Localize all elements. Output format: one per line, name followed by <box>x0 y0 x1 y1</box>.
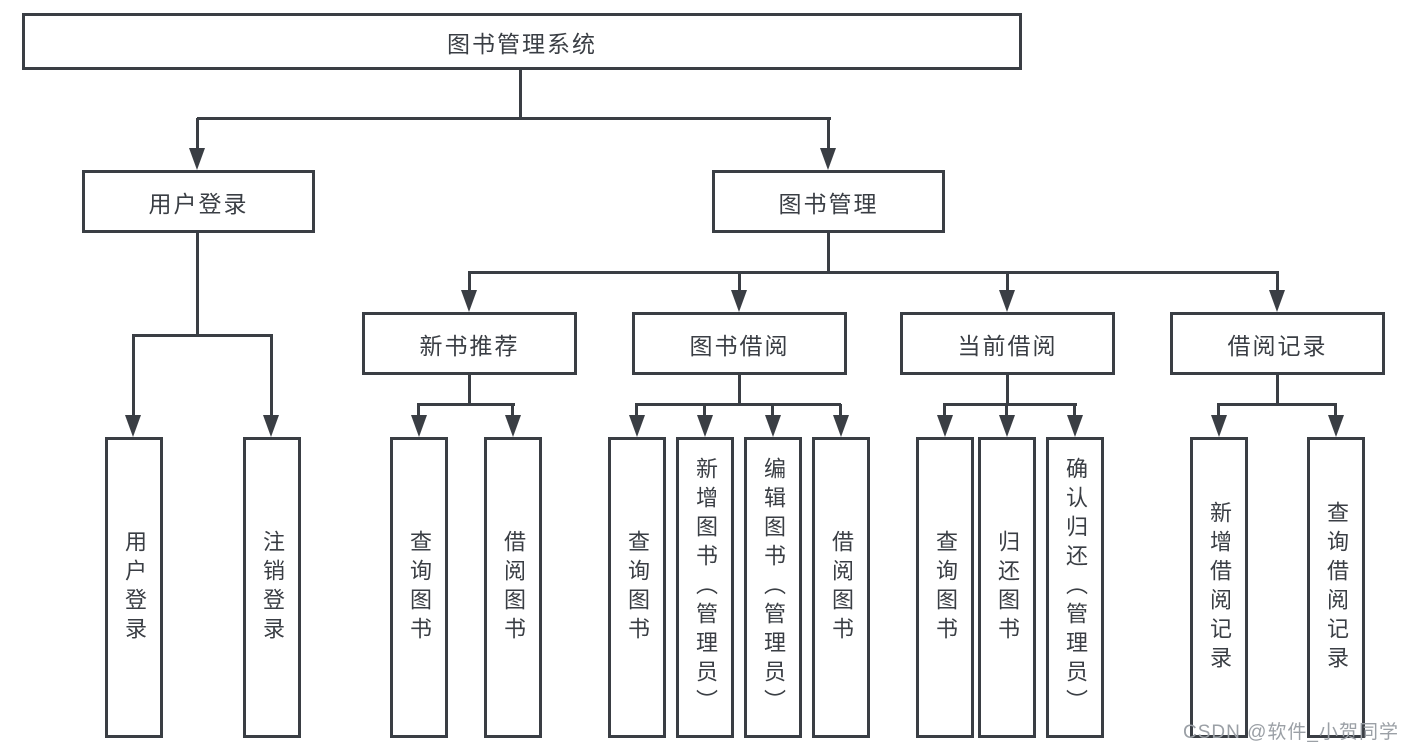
leaf-edit-books-admin: 编辑图书（管理员） <box>744 437 802 738</box>
leaf-label: 新增图书（管理员） <box>693 457 718 718</box>
leaf-add-books-admin: 新增图书（管理员） <box>676 437 734 738</box>
connector-drop <box>196 118 199 152</box>
node-label: 图书借阅 <box>689 332 790 359</box>
node-current-borrowing: 当前借阅 <box>900 312 1115 375</box>
leaf-label: 查询图书 <box>933 529 958 646</box>
leaf-query-borrow-record: 查询借阅记录 <box>1307 437 1365 738</box>
arrow-down-icon <box>999 290 1015 312</box>
connector-root-stem <box>519 70 522 120</box>
connector-userlogin-stem <box>196 233 199 336</box>
connector-current-branch <box>943 403 1077 406</box>
node-user-login: 用户登录 <box>82 170 315 233</box>
connector-drop <box>827 118 830 152</box>
node-label: 新书推荐 <box>419 332 520 359</box>
connector-records-stem <box>1276 375 1279 406</box>
arrow-down-icon <box>461 290 477 312</box>
arrow-down-icon <box>1269 290 1285 312</box>
connector-drop <box>1006 272 1009 294</box>
connector-drop <box>417 404 420 417</box>
watermark-text: CSDN @软件_小贺同学 <box>1183 722 1399 743</box>
arrow-down-icon <box>937 415 953 437</box>
connector-drop <box>132 335 135 418</box>
leaf-query-books-2: 查询图书 <box>608 437 666 738</box>
arrow-down-icon <box>125 415 141 437</box>
leaf-query-books-1: 查询图书 <box>390 437 448 738</box>
arrow-down-icon <box>1328 415 1344 437</box>
leaf-label: 借阅图书 <box>829 529 854 646</box>
leaf-borrow-books-2: 借阅图书 <box>812 437 870 738</box>
connector-records-branch <box>1217 403 1337 406</box>
leaf-return-books: 归还图书 <box>978 437 1036 738</box>
node-book-management: 图书管理 <box>712 170 945 233</box>
leaf-label: 查询借阅记录 <box>1324 500 1349 675</box>
connector-drop <box>839 404 842 417</box>
connector-newbook-branch <box>417 403 515 406</box>
connector-drop <box>1334 404 1337 417</box>
connector-newbook-stem <box>468 375 471 406</box>
arrow-down-icon <box>189 148 205 170</box>
connector-drop <box>468 272 471 294</box>
leaf-user-login: 用户登录 <box>105 437 163 738</box>
arrow-down-icon <box>1211 415 1227 437</box>
leaf-label: 查询图书 <box>625 529 650 646</box>
arrow-down-icon <box>833 415 849 437</box>
connector-drop <box>738 272 741 294</box>
node-label: 当前借阅 <box>957 332 1058 359</box>
arrow-down-icon <box>820 148 836 170</box>
leaf-label: 新增借阅记录 <box>1207 500 1232 675</box>
connector-drop <box>270 335 273 418</box>
node-label: 借阅记录 <box>1227 332 1328 359</box>
arrow-down-icon <box>411 415 427 437</box>
connector-drop <box>1217 404 1220 417</box>
leaf-logout: 注销登录 <box>243 437 301 738</box>
leaf-label: 查询图书 <box>407 529 432 646</box>
arrow-down-icon <box>999 415 1015 437</box>
leaf-label: 归还图书 <box>995 529 1020 646</box>
arrow-down-icon <box>1067 415 1083 437</box>
node-borrow-records: 借阅记录 <box>1170 312 1385 375</box>
connector-drop <box>1005 404 1008 417</box>
arrow-down-icon <box>629 415 645 437</box>
node-new-book-recommend: 新书推荐 <box>362 312 577 375</box>
connector-bookmgmt-branch <box>468 271 1279 274</box>
node-label: 图书管理系统 <box>447 30 597 57</box>
connector-borrowing-stem <box>738 375 741 406</box>
arrow-down-icon <box>697 415 713 437</box>
node-label: 图书管理 <box>778 190 879 217</box>
connector-userlogin-branch <box>132 334 273 337</box>
connector-borrowing-branch <box>635 403 841 406</box>
leaf-label: 编辑图书（管理员） <box>761 457 786 718</box>
connector-current-stem <box>1006 375 1009 406</box>
connector-drop <box>1073 404 1076 417</box>
leaf-label: 确认归还（管理员） <box>1063 457 1088 718</box>
leaf-borrow-books-1: 借阅图书 <box>484 437 542 738</box>
node-book-system: 图书管理系统 <box>22 13 1022 70</box>
connector-drop <box>511 404 514 417</box>
node-book-borrowing: 图书借阅 <box>632 312 847 375</box>
leaf-add-borrow-record: 新增借阅记录 <box>1190 437 1248 738</box>
leaf-label: 用户登录 <box>122 529 147 646</box>
arrow-down-icon <box>505 415 521 437</box>
connector-drop <box>703 404 706 417</box>
leaf-query-books-3: 查询图书 <box>916 437 974 738</box>
arrow-down-icon <box>765 415 781 437</box>
connector-drop <box>771 404 774 417</box>
arrow-down-icon <box>731 290 747 312</box>
arrow-down-icon <box>263 415 279 437</box>
connector-bookmgmt-stem <box>827 233 830 273</box>
leaf-confirm-return-admin: 确认归还（管理员） <box>1046 437 1104 738</box>
connector-root-branch <box>197 117 831 120</box>
connector-drop <box>635 404 638 417</box>
leaf-label: 借阅图书 <box>501 529 526 646</box>
leaf-label: 注销登录 <box>260 529 285 646</box>
connector-drop <box>943 404 946 417</box>
node-label: 用户登录 <box>148 190 249 217</box>
connector-drop <box>1276 272 1279 294</box>
